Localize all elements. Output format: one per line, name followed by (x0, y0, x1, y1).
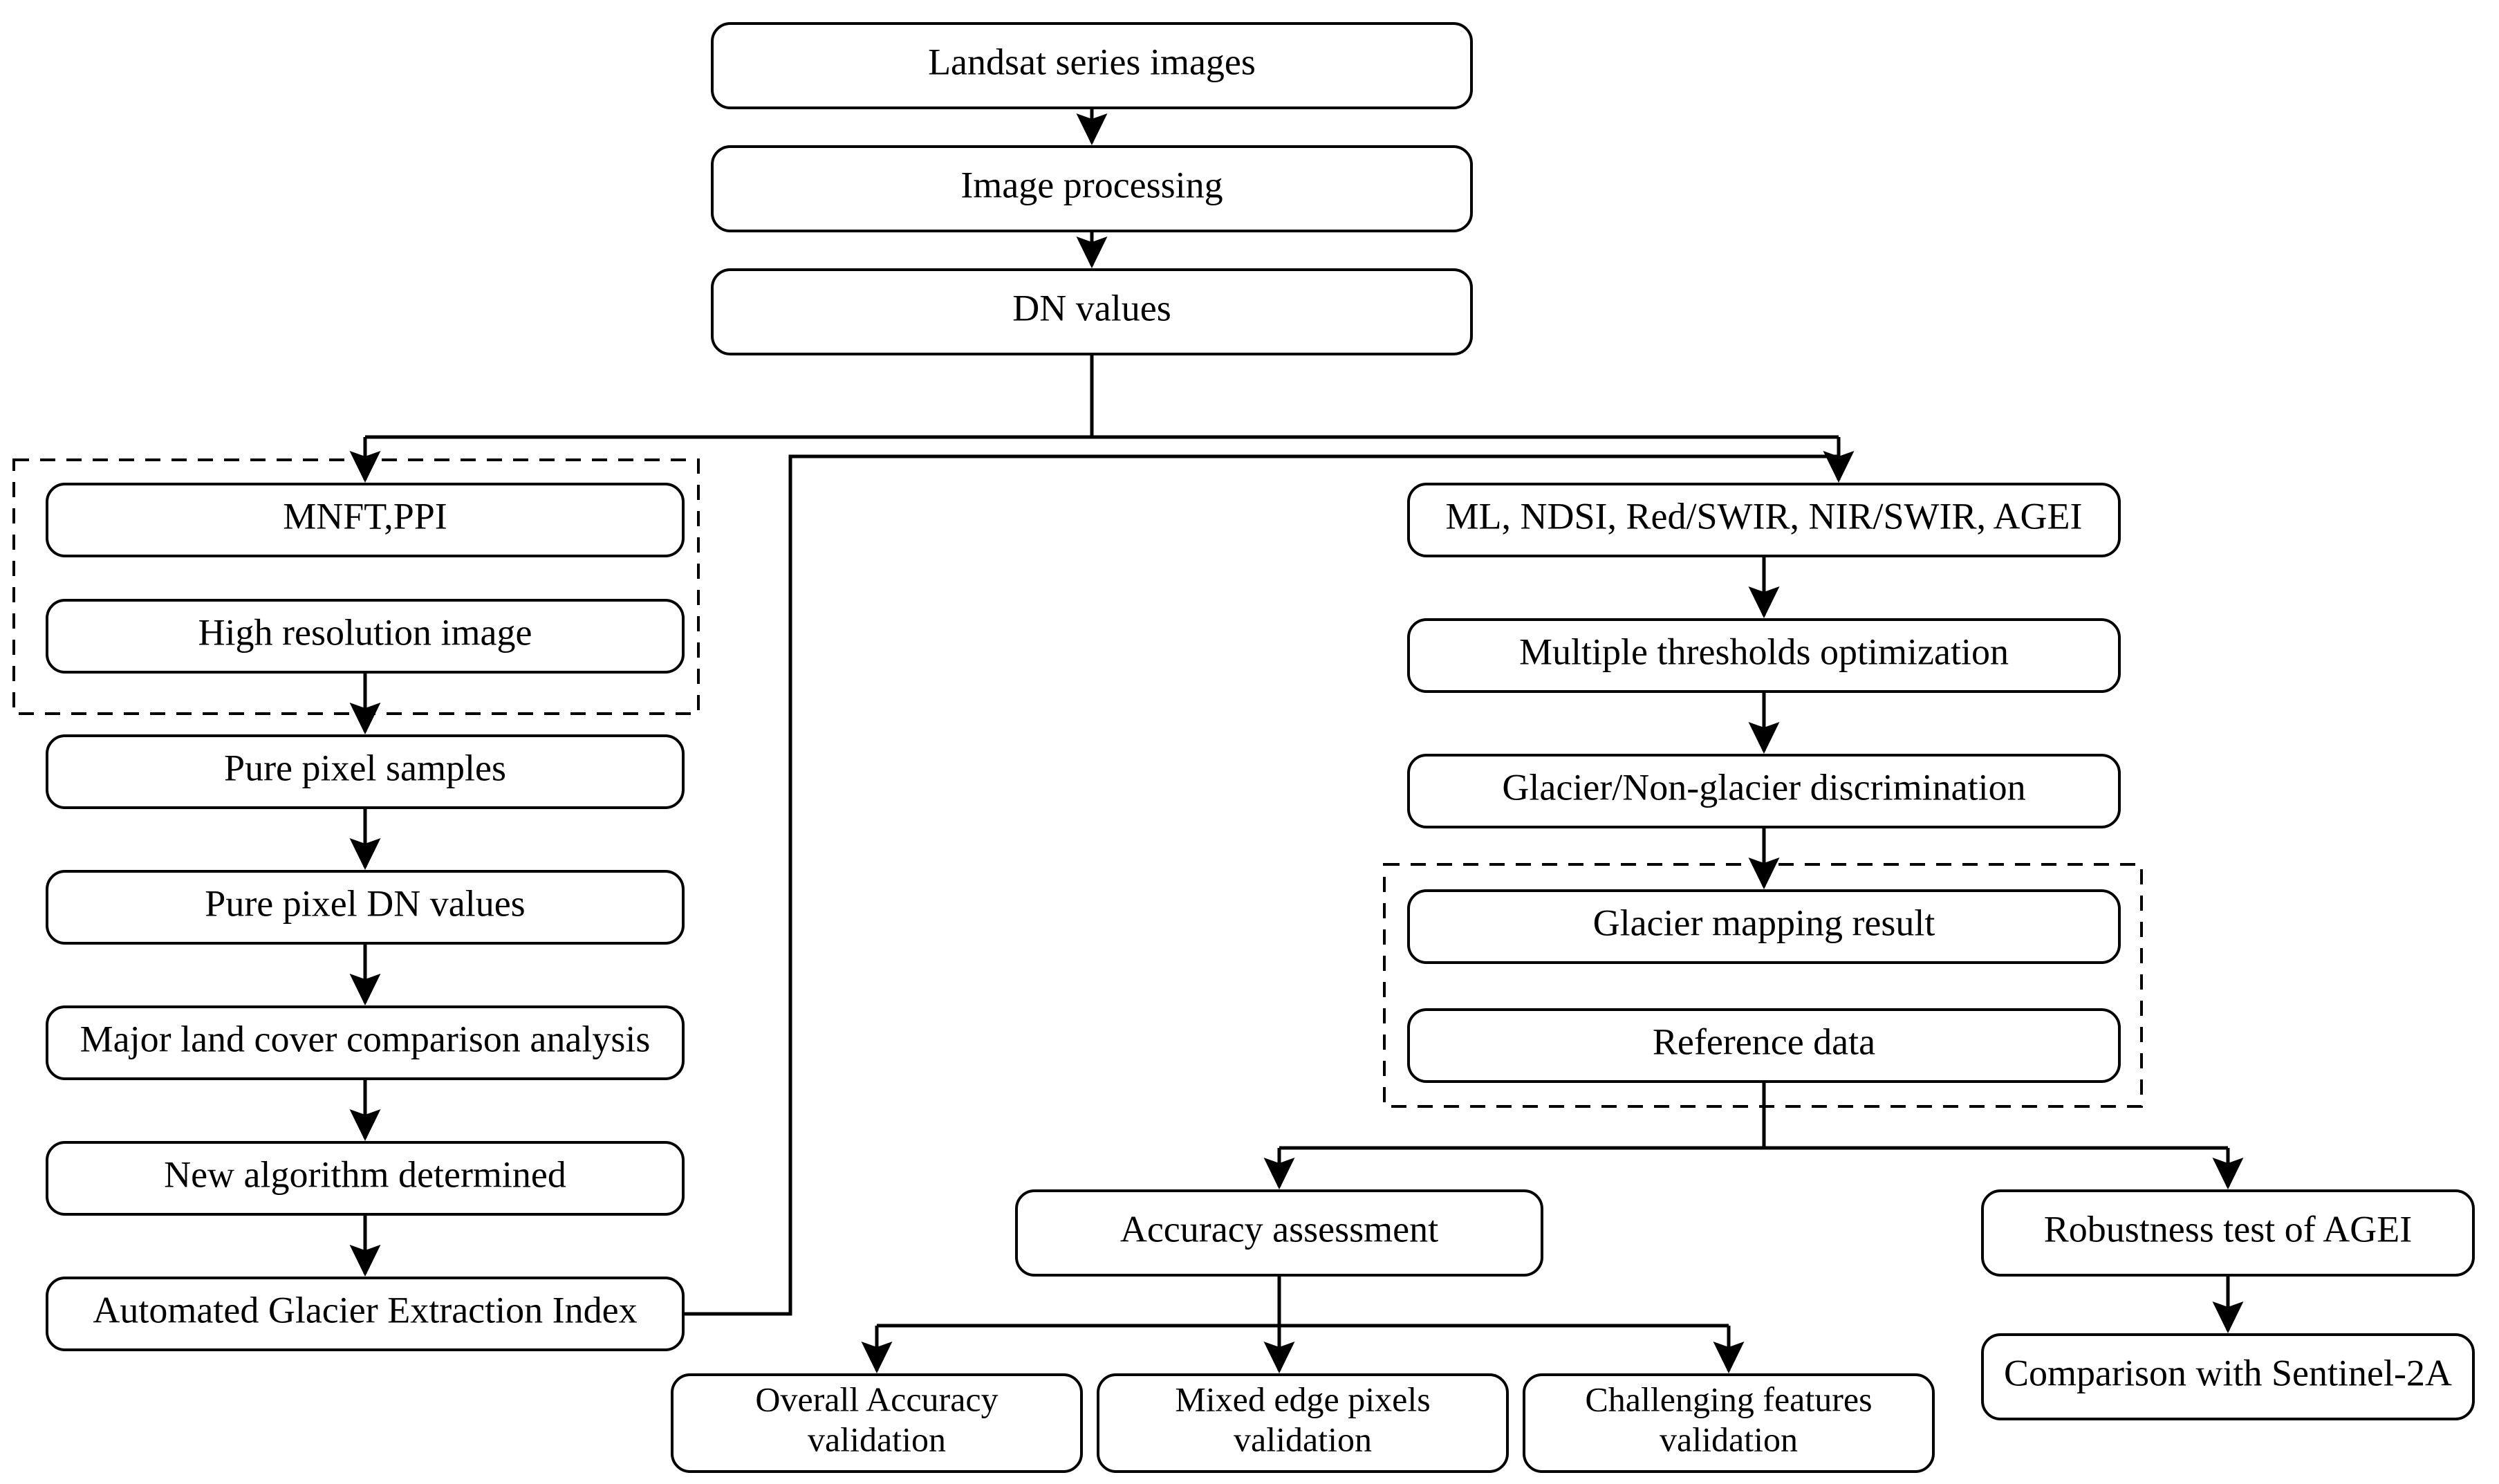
node-label: New algorithm determined (164, 1153, 566, 1195)
process-node-landsat[interactable]: Landsat series images (711, 22, 1473, 109)
node-label: Accuracy assessment (1120, 1208, 1438, 1250)
node-label: Pure pixel DN values (205, 882, 525, 924)
process-node-newalgo[interactable]: New algorithm determined (46, 1141, 685, 1216)
node-label: Landsat series images (928, 41, 1256, 82)
node-label: Reference data (1653, 1021, 1875, 1062)
node-label: DN values (1012, 287, 1171, 328)
node-label: Glacier/Non-glacier discrimination (1502, 766, 2025, 808)
node-label: Pure pixel samples (224, 747, 506, 788)
node-label: Multiple thresholds optimization (1519, 631, 2009, 672)
node-label: Major land cover comparison analysis (80, 1018, 651, 1059)
process-node-purepixsamples[interactable]: Pure pixel samples (46, 734, 685, 809)
process-node-thresholds[interactable]: Multiple thresholds optimization (1407, 618, 2121, 693)
node-label: High resolution image (198, 611, 532, 653)
node-label: ML, NDSI, Red/SWIR, NIR/SWIR, AGEI (1446, 495, 2083, 537)
process-node-refdata[interactable]: Reference data (1407, 1008, 2121, 1083)
node-label: Comparison with Sentinel-2A (2004, 1352, 2452, 1393)
process-node-agei[interactable]: Automated Glacier Extraction Index (46, 1277, 685, 1351)
node-label: validation (1234, 1420, 1372, 1458)
process-node-majorland[interactable]: Major land cover comparison analysis (46, 1005, 685, 1080)
node-label: Challenging features (1585, 1380, 1872, 1418)
node-label: Robustness test of AGEI (2044, 1208, 2413, 1250)
process-node-accuracy[interactable]: Accuracy assessment (1015, 1189, 1543, 1277)
node-label: Glacier mapping result (1593, 902, 1935, 943)
node-label: validation (808, 1420, 946, 1458)
process-node-discrimination[interactable]: Glacier/Non-glacier discrimination (1407, 754, 2121, 828)
process-node-mappingresult[interactable]: Glacier mapping result (1407, 889, 2121, 964)
connector (683, 454, 1839, 1316)
process-node-highres[interactable]: High resolution image (46, 599, 685, 674)
process-node-sentinel[interactable]: Comparison with Sentinel-2A (1981, 1333, 2475, 1420)
process-node-imageproc[interactable]: Image processing (711, 145, 1473, 232)
node-label: MNFT,PPI (283, 495, 447, 537)
connectors-layer (349, 108, 2244, 1374)
process-node-mnftppi[interactable]: MNFT,PPI (46, 483, 685, 557)
process-node-dnvalues[interactable]: DN values (711, 268, 1473, 355)
node-label: Image processing (960, 164, 1223, 205)
node-label: Automated Glacier Extraction Index (93, 1289, 637, 1330)
node-label: validation (1660, 1420, 1798, 1458)
node-label: Overall Accuracy (755, 1380, 998, 1418)
process-node-indices[interactable]: ML, NDSI, Red/SWIR, NIR/SWIR, AGEI (1407, 483, 2121, 557)
node-label: Mixed edge pixels (1175, 1380, 1430, 1418)
process-node-robustness[interactable]: Robustness test of AGEI (1981, 1189, 2475, 1277)
process-node-purepixdn[interactable]: Pure pixel DN values (46, 870, 685, 945)
